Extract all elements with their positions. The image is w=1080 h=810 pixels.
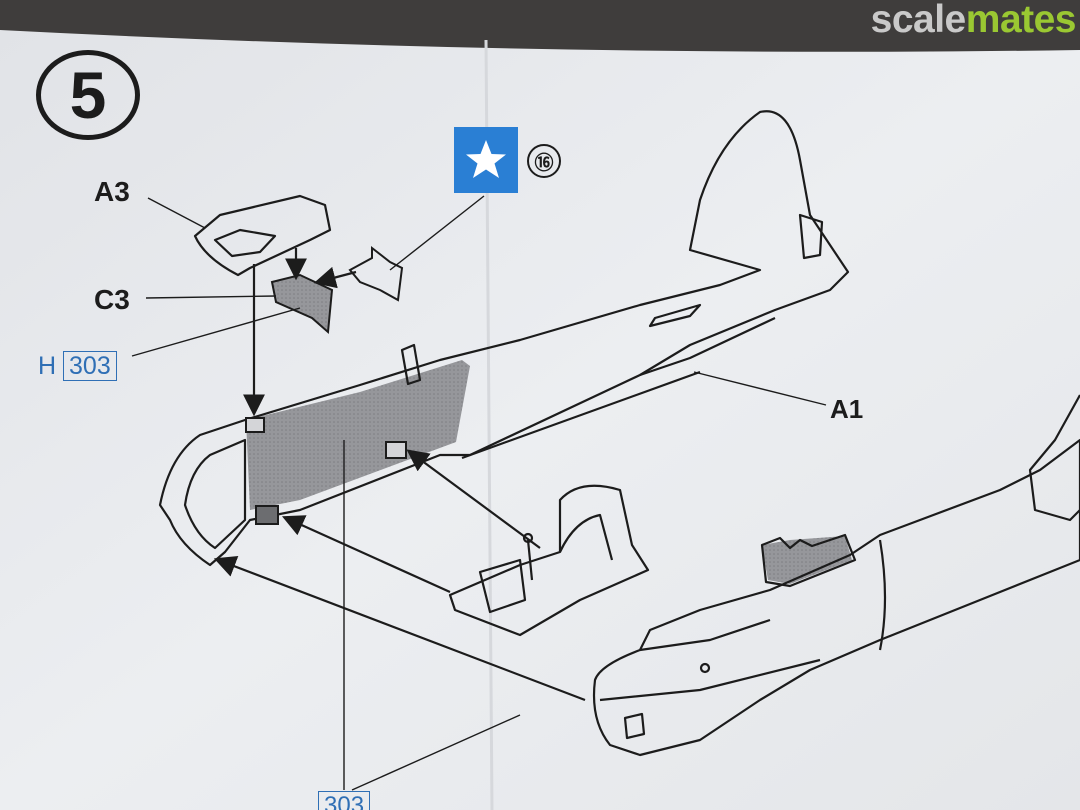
paint-code: 303: [318, 791, 371, 810]
part-label-c3: C3: [94, 284, 130, 315]
leader-lines: [131, 195, 827, 791]
watermark-logo: scalemates: [870, 0, 1077, 41]
paper-page: [0, 30, 1080, 810]
paint-callout-1: H 303: [38, 351, 117, 381]
part-label-a3: A3: [94, 176, 130, 207]
locating-tab-2: [385, 441, 407, 459]
locating-tab-1: [245, 417, 265, 433]
decal-swatch: [454, 127, 518, 193]
painted-rear-wall: [762, 536, 852, 584]
paint-code: 303: [63, 351, 117, 381]
painted-cockpit-wall: [246, 360, 470, 510]
star-insignia-icon: [466, 140, 506, 178]
assembly-arrows: [213, 248, 586, 702]
paint-prefix: H: [38, 352, 57, 380]
step-number: 5: [36, 50, 140, 140]
pilot-seat-assembly: [448, 484, 650, 637]
locating-tab-3: [255, 505, 279, 525]
decal-number: ⑯: [527, 144, 561, 178]
fuselage-half-right: [592, 394, 1080, 757]
paint-callout-2: 303: [318, 791, 371, 810]
part-label-a1: A1: [830, 394, 864, 424]
decal-outline: [348, 245, 404, 302]
part-a3: [193, 194, 332, 277]
